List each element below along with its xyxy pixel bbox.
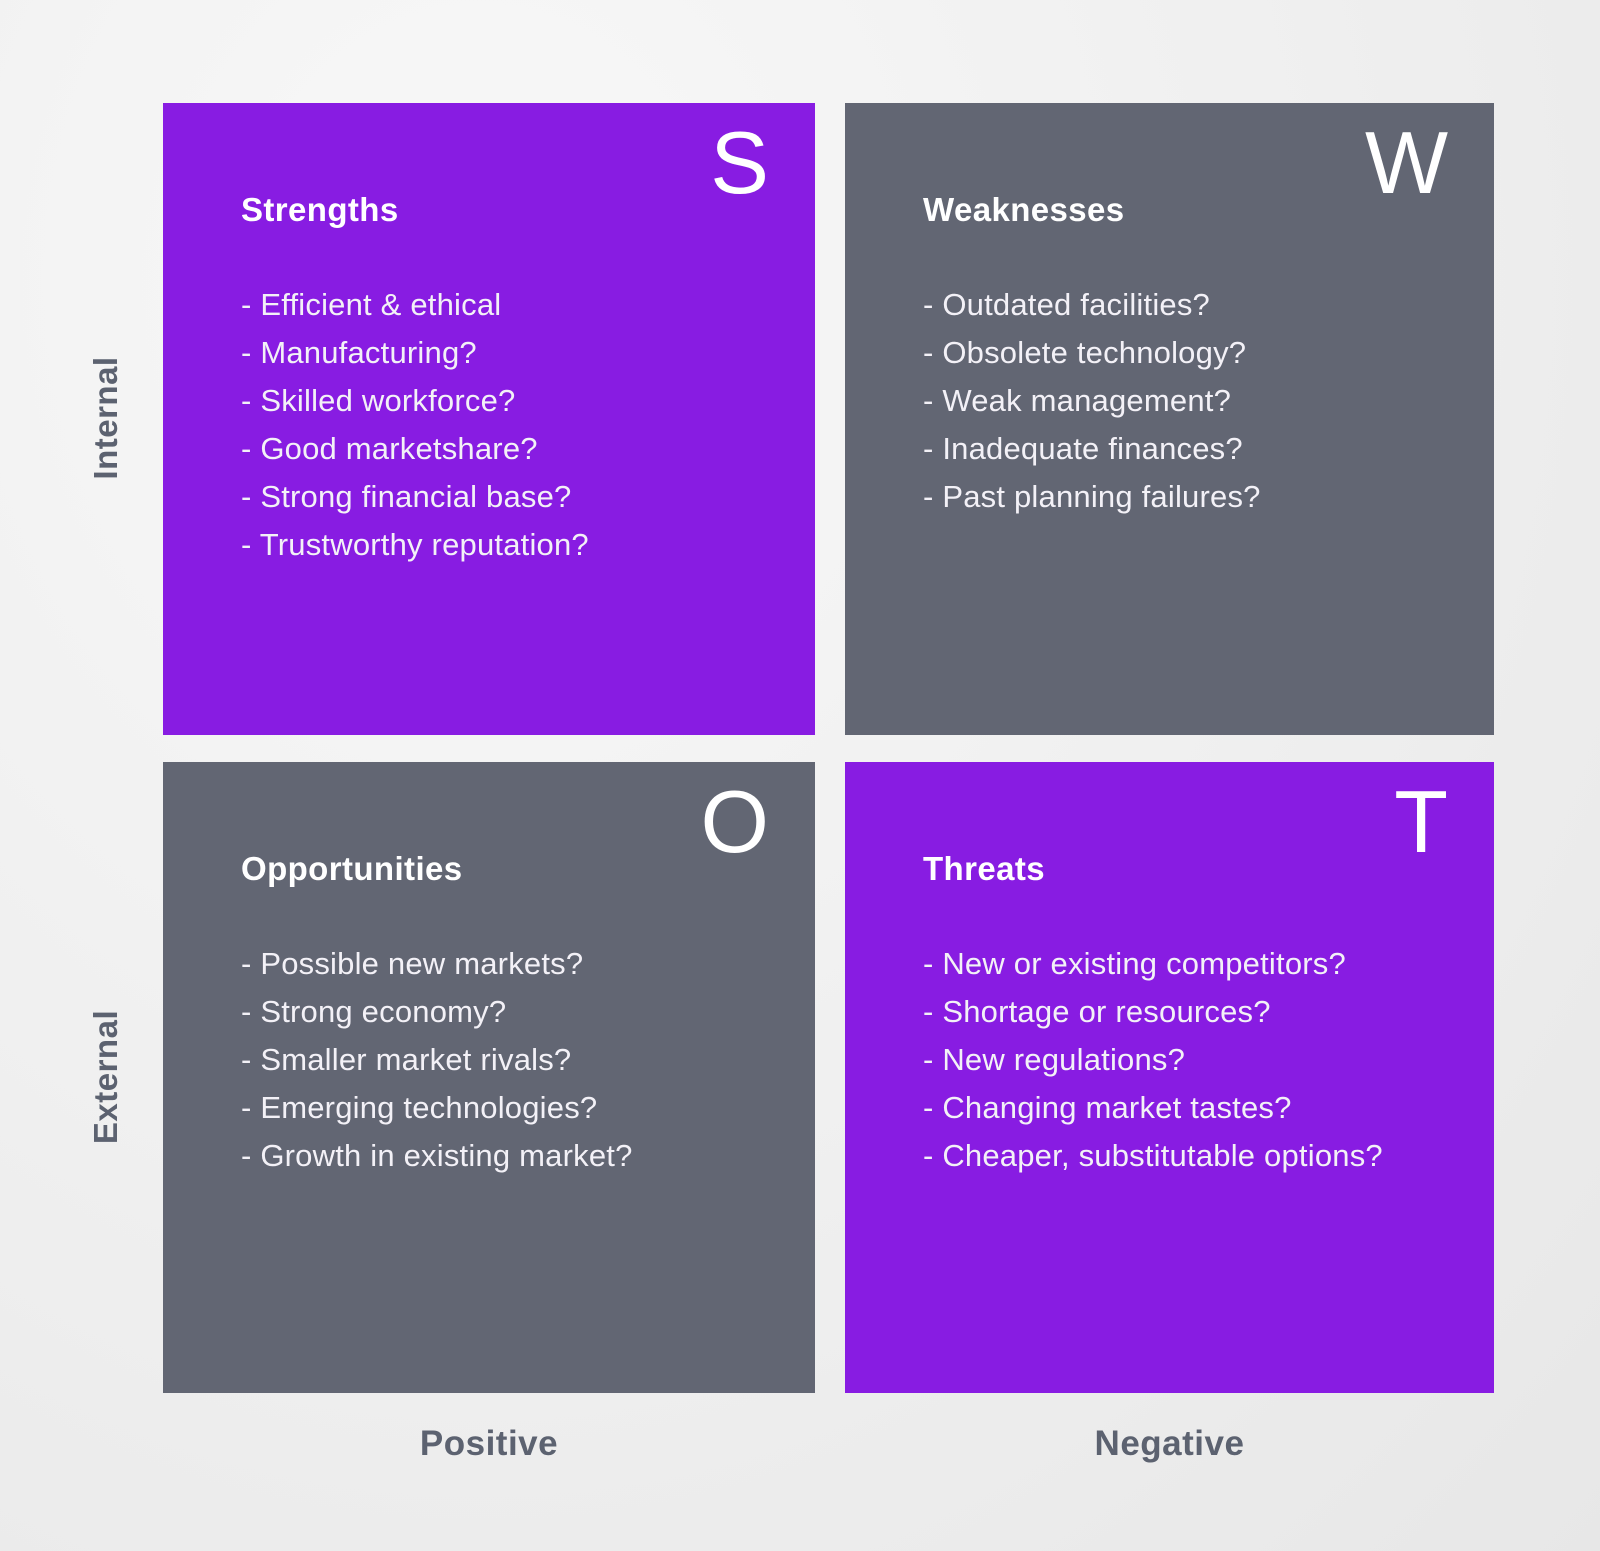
strengths-item: - Trustworthy reputation?: [241, 527, 589, 562]
weaknesses-title: Weaknesses: [923, 191, 1125, 228]
opportunities-title: Opportunities: [241, 850, 463, 887]
threats-item: - New regulations?: [923, 1042, 1186, 1077]
strengths-list: - Efficient & ethical - Manufacturing? -…: [241, 281, 773, 569]
quadrant-weaknesses: W Weaknesses - Outdated facilities? - Ob…: [845, 103, 1494, 735]
strengths-item: - Strong financial base?: [241, 479, 572, 514]
strengths-item: - Manufacturing?: [241, 335, 477, 370]
strengths-big-letter: S: [710, 113, 769, 212]
quadrant-strengths: S Strengths - Efficient & ethical - Manu…: [163, 103, 815, 735]
weaknesses-item: - Weak management?: [923, 383, 1232, 418]
threats-list: - New or existing competitors? - Shortag…: [923, 940, 1452, 1180]
weaknesses-list: - Outdated facilities? - Obsolete techno…: [923, 281, 1452, 521]
weaknesses-item: - Past planning failures?: [923, 479, 1261, 514]
opportunities-item: - Smaller market rivals?: [241, 1042, 572, 1077]
opportunities-item: - Possible new markets?: [241, 946, 584, 981]
weaknesses-big-letter: W: [1364, 113, 1448, 212]
axis-label-internal: Internal: [87, 356, 124, 480]
opportunities-item: - Strong economy?: [241, 994, 507, 1029]
axis-label-external: External: [87, 1009, 124, 1145]
strengths-item: - Good marketshare?: [241, 431, 538, 466]
strengths-item: - Skilled workforce?: [241, 383, 516, 418]
threats-title: Threats: [923, 850, 1046, 887]
opportunities-big-letter: O: [700, 772, 769, 871]
strengths-title: Strengths: [241, 191, 399, 228]
quadrant-opportunities: O Opportunities - Possible new markets? …: [163, 762, 815, 1393]
axis-label-positive: Positive: [419, 1424, 559, 1463]
weaknesses-item: - Outdated facilities?: [923, 287, 1210, 322]
opportunities-item: - Growth in existing market?: [241, 1138, 633, 1173]
threats-item: - Cheaper, substitutable options?: [923, 1138, 1383, 1173]
opportunities-list: - Possible new markets? - Strong economy…: [241, 940, 773, 1180]
weaknesses-item: - Inadequate finances?: [923, 431, 1243, 466]
threats-item: - New or existing competitors?: [923, 946, 1346, 981]
opportunities-item: - Emerging technologies?: [241, 1090, 598, 1125]
strengths-item: - Efficient & ethical: [241, 287, 502, 322]
quadrant-threats: T Threats - New or existing competitors?…: [845, 762, 1494, 1393]
threats-big-letter: T: [1394, 772, 1448, 871]
axis-label-negative: Negative: [1094, 1424, 1245, 1463]
threats-item: - Shortage or resources?: [923, 994, 1271, 1029]
weaknesses-item: - Obsolete technology?: [923, 335, 1247, 370]
threats-item: - Changing market tastes?: [923, 1090, 1292, 1125]
